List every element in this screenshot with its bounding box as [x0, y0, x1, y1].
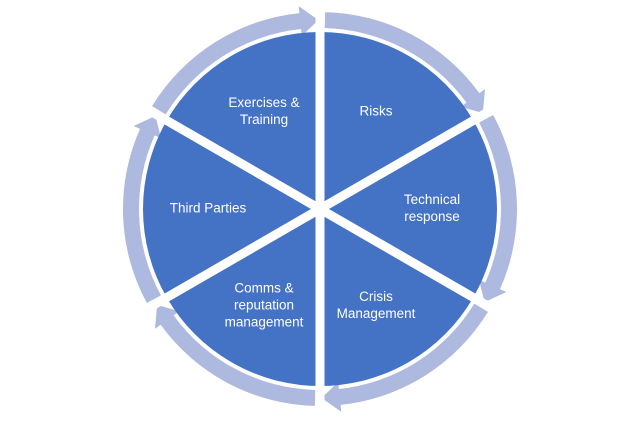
cycle-segments — [142, 32, 498, 386]
label-line: Technical — [404, 192, 460, 207]
cycle-arrow-crisis-management — [321, 303, 488, 412]
label-line: Comms & — [234, 281, 293, 296]
label-line: management — [225, 315, 304, 330]
label-line: Risks — [360, 104, 393, 119]
segment-exercises-training — [166, 32, 320, 209]
cycle-arrow-ring — [122, 6, 518, 412]
segment-divider — [135, 100, 505, 318]
label-third-parties: Third Parties — [170, 201, 247, 216]
label-line: Training — [240, 112, 288, 127]
label-exercises-training: Exercises & Training — [228, 95, 299, 127]
segment-crisis-management — [320, 209, 474, 386]
label-line: Crisis — [359, 289, 393, 304]
cycle-arrow-technical-response — [478, 115, 518, 303]
label-comms-reputation-management: Comms & reputation management — [225, 281, 304, 330]
label-line: response — [404, 209, 460, 224]
segment-dividers — [135, 0, 505, 419]
cycle-arrow-third-parties — [122, 115, 162, 304]
cycle-arrow-exercises-training — [152, 6, 319, 115]
label-line: Third Parties — [170, 201, 247, 216]
cycle-arrow-risks — [324, 12, 486, 114]
label-risks: Risks — [360, 104, 393, 119]
segment-risks — [320, 32, 474, 209]
label-line: Management — [337, 306, 416, 321]
label-line: reputation — [234, 298, 294, 313]
label-line: Exercises & — [228, 95, 299, 110]
segment-technical-response — [320, 120, 498, 298]
segment-third-parties — [142, 120, 320, 298]
label-technical-response: Technical response — [404, 192, 460, 224]
segment-comms-reputation-management — [166, 209, 320, 386]
cycle-arrow-comms-reputation-management — [154, 304, 316, 406]
